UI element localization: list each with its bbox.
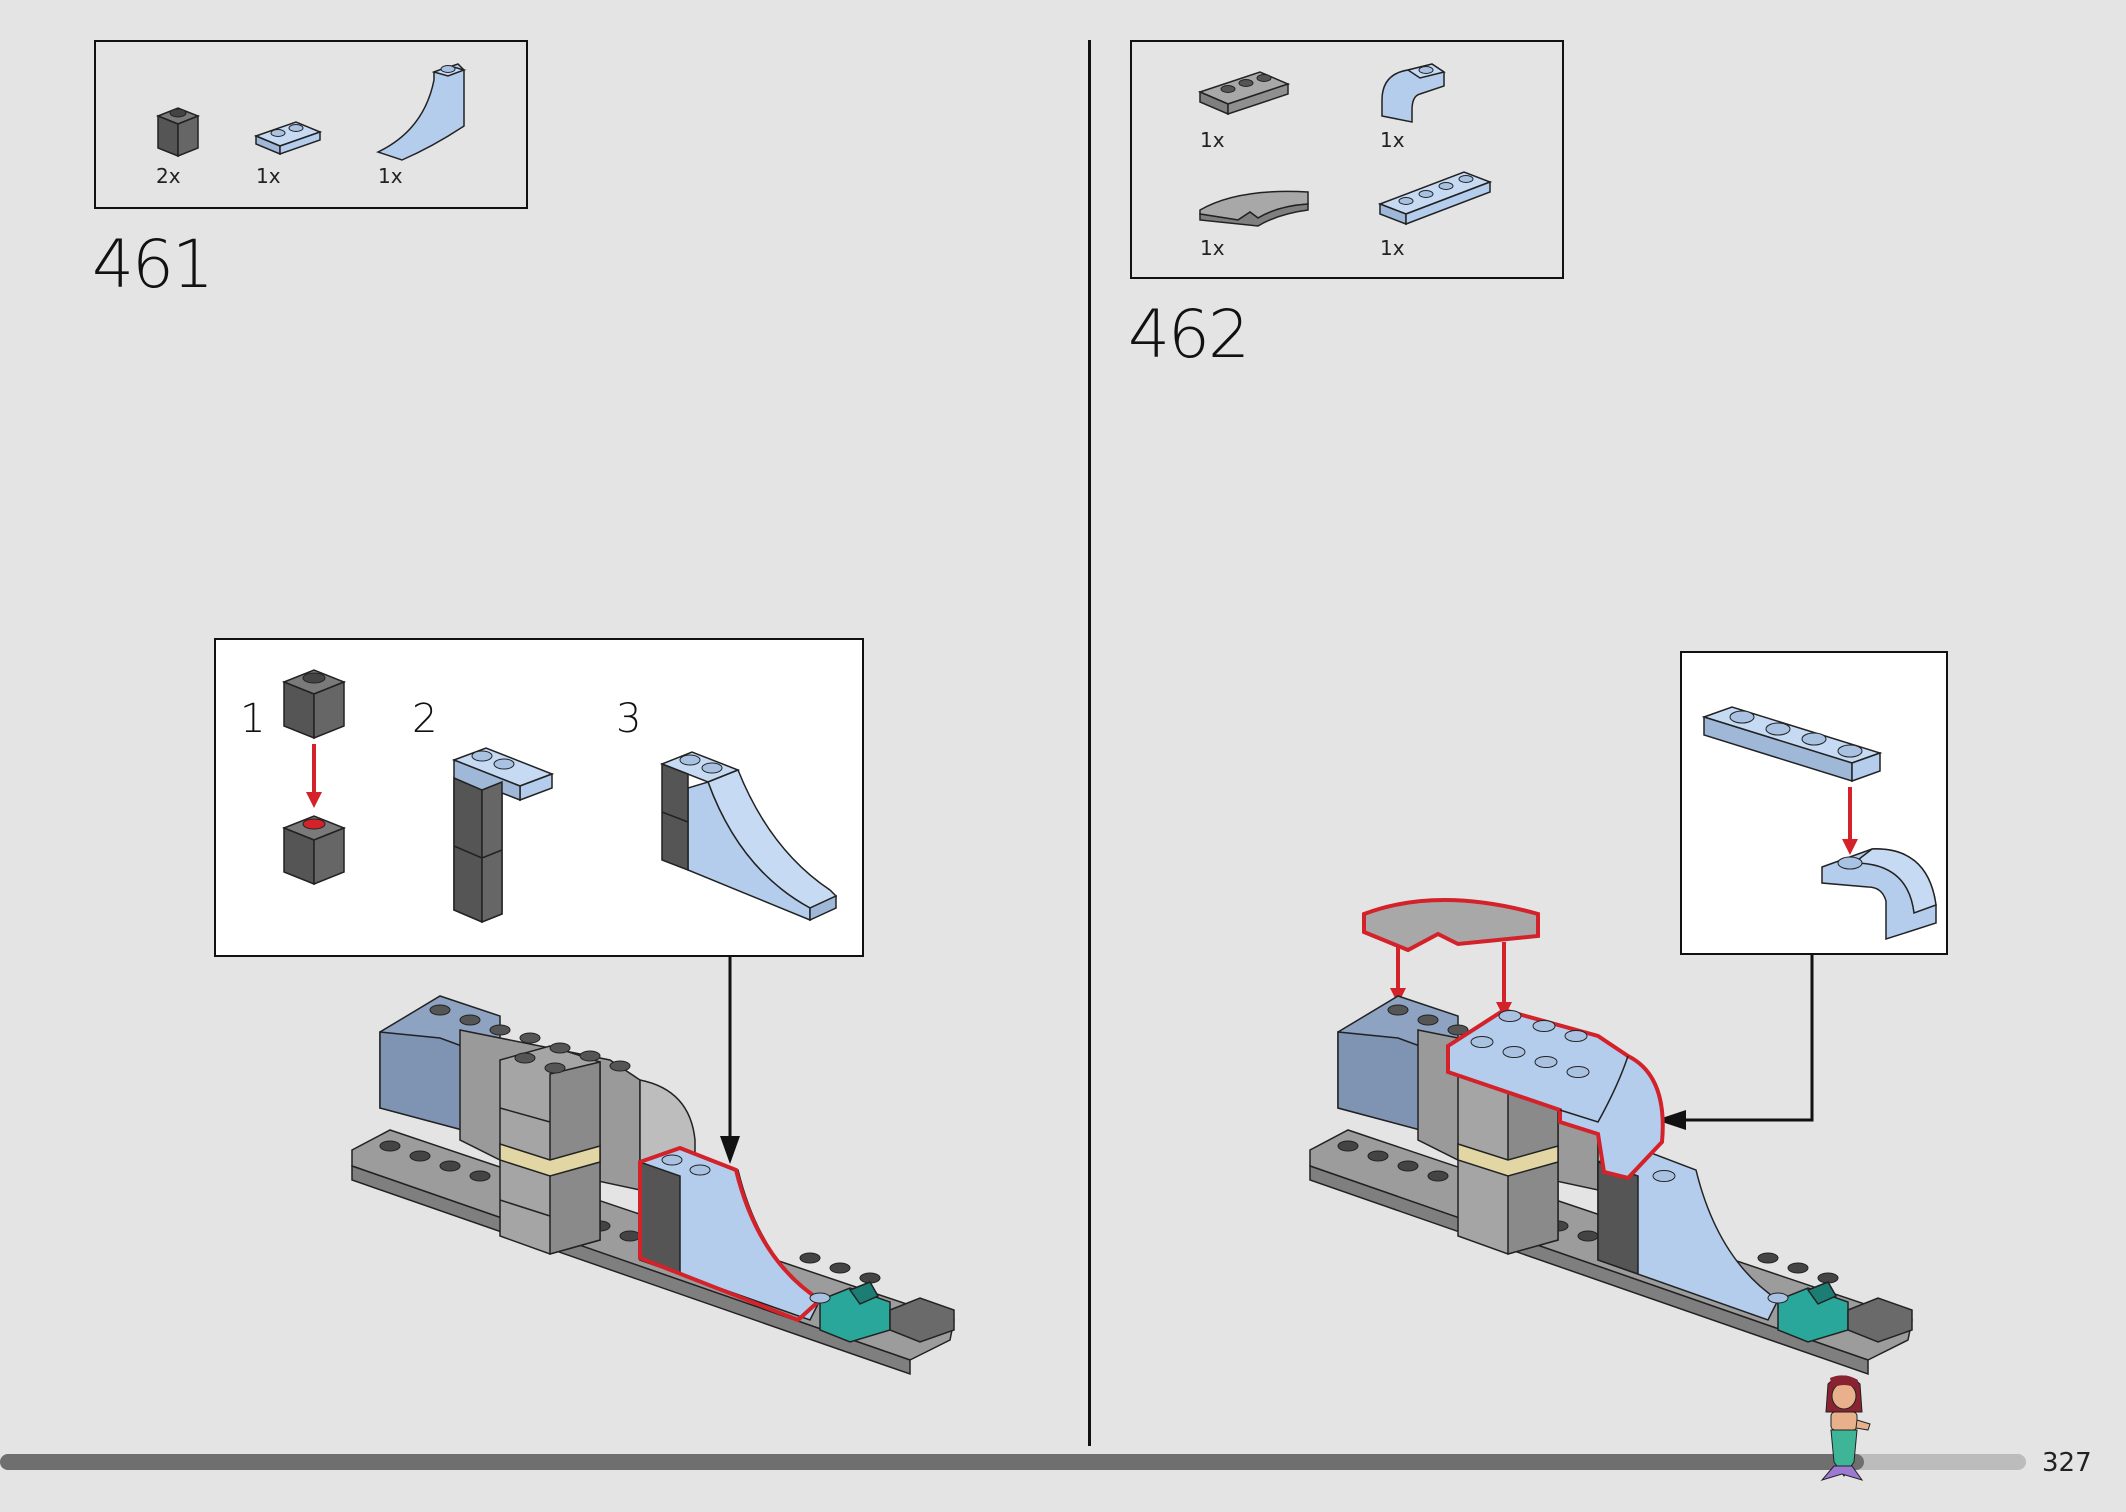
page-number: 327 <box>2042 1448 2092 1478</box>
parts-callout-461: 2x 1x 1x <box>94 40 528 209</box>
part-qty: 1x <box>378 164 403 188</box>
page-divider <box>1088 40 1091 1446</box>
sub-assembly-callout <box>1680 651 1948 955</box>
dark-gray-brick-1x1-icon <box>155 107 201 158</box>
gray-plate-1x3-icon <box>1197 71 1291 116</box>
part-qty: 1x <box>1380 128 1405 152</box>
light-blue-plate-1x2-icon <box>253 121 323 156</box>
substep-number: 2 <box>412 696 438 742</box>
light-blue-plate-1x4-icon <box>1377 171 1493 226</box>
callout-pointer <box>720 956 740 1164</box>
step-number: 462 <box>1128 296 1250 373</box>
light-blue-slope-curved-icon <box>376 63 467 161</box>
callout-pointer <box>1656 954 1814 1130</box>
slope-assembly-diagram <box>659 751 838 922</box>
parts-callout-462: 1x 1x 1x 1x <box>1130 40 1564 279</box>
substep-number: 3 <box>616 696 642 742</box>
step-number: 461 <box>92 226 214 303</box>
brick-stack-diagram <box>281 669 347 886</box>
main-model-461 <box>351 995 955 1376</box>
substep-number: 1 <box>240 696 266 742</box>
progress-bar <box>0 1454 2026 1470</box>
light-blue-curved-brick-icon <box>1381 63 1446 123</box>
brick-plate-diagram <box>451 747 555 924</box>
progress-bar-fill <box>0 1454 1864 1470</box>
main-model-462 <box>1309 898 1913 1376</box>
part-qty: 1x <box>1200 128 1225 152</box>
part-qty: 1x <box>1380 236 1405 260</box>
plate-curve-assembly-diagram <box>1701 706 1937 941</box>
part-qty: 2x <box>156 164 181 188</box>
part-qty: 1x <box>256 164 281 188</box>
sub-assembly-callout: 1 2 3 <box>214 638 864 957</box>
mermaid-minifigure-icon <box>1820 1375 1871 1481</box>
part-qty: 1x <box>1200 236 1225 260</box>
gray-curved-slope-icon <box>1199 190 1309 227</box>
